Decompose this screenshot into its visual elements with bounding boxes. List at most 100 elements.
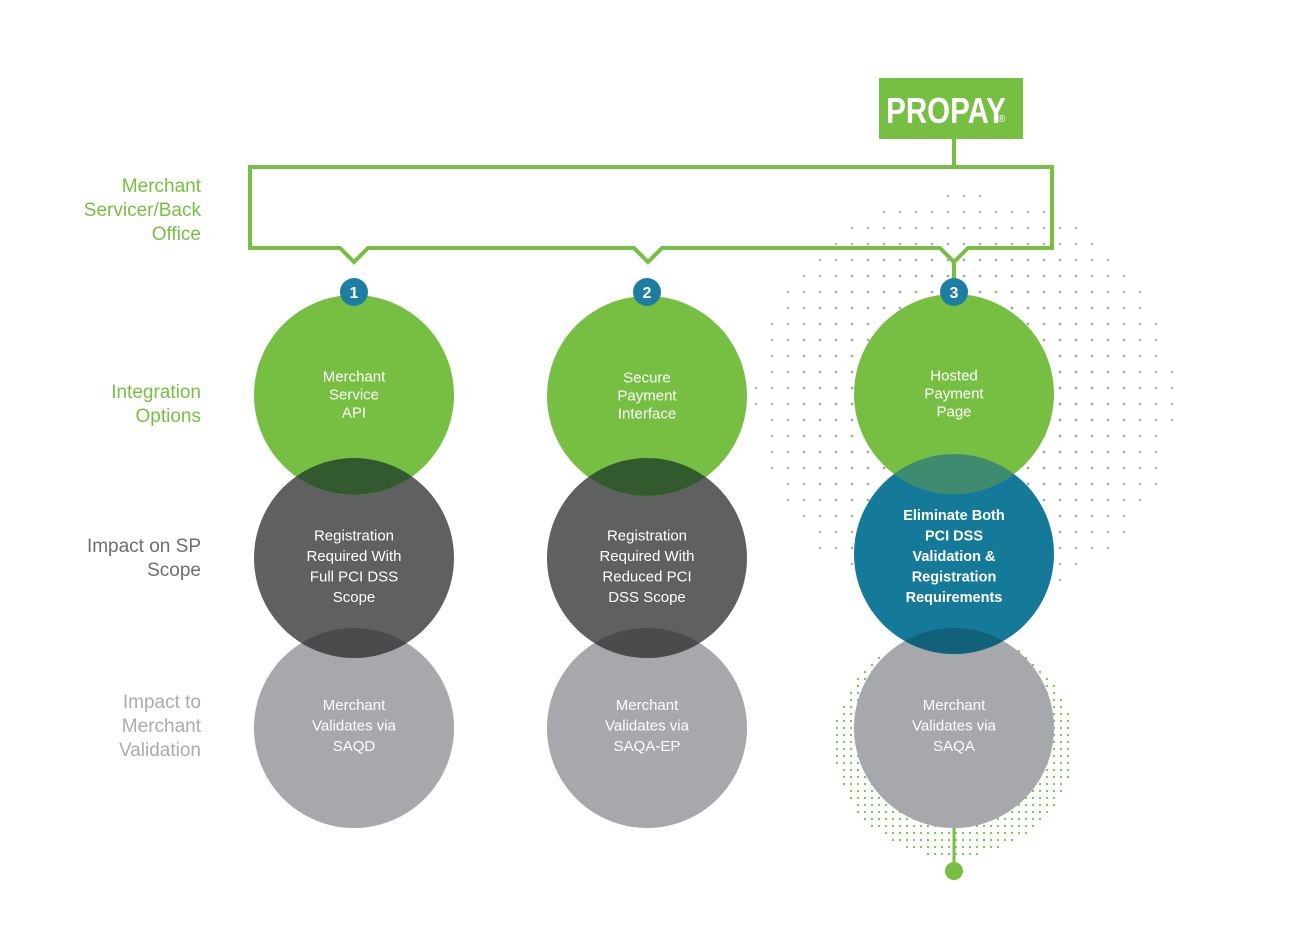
halftone-dot (1122, 514, 1126, 518)
halftone-dot (863, 803, 867, 807)
halftone-dot (1042, 338, 1046, 342)
halftone-dot (882, 290, 886, 294)
number-badge: 2 (633, 278, 661, 306)
halftone-dot (978, 290, 982, 294)
row-label-line: Impact to (123, 692, 201, 713)
halftone-dot (1058, 290, 1062, 294)
halftone-dot (982, 824, 986, 828)
propay-registered-mark: ® (998, 114, 1006, 125)
halftone-dot (1090, 258, 1094, 262)
halftone-dot (1059, 726, 1063, 730)
halftone-dot (818, 338, 822, 342)
halftone-dot (962, 226, 966, 230)
circle-label-line: Merchant (923, 697, 986, 714)
halftone-dot (1106, 354, 1110, 358)
halftone-dot (1017, 824, 1021, 828)
halftone-dot (1058, 354, 1062, 358)
halftone-dot (786, 338, 790, 342)
halftone-dot (933, 838, 937, 842)
halftone-dot (849, 775, 853, 779)
halftone-dot (802, 450, 806, 454)
halftone-dot (1122, 482, 1126, 486)
halftone-dot (978, 194, 982, 198)
halftone-dot (1154, 482, 1158, 486)
halftone-dot (1154, 434, 1158, 438)
halftone-dot (968, 838, 972, 842)
halftone-dot (866, 322, 870, 326)
halftone-dot (770, 354, 774, 358)
halftone-dot (930, 258, 934, 262)
halftone-dot (842, 754, 846, 758)
halftone-dot (850, 258, 854, 262)
halftone-dot (1026, 290, 1030, 294)
circle-label-line: Scope (333, 589, 376, 606)
halftone-dot (1010, 306, 1014, 310)
halftone-dot (1058, 482, 1062, 486)
halftone-dot (912, 845, 916, 849)
halftone-dot (850, 514, 854, 518)
halftone-dot (1074, 242, 1078, 246)
halftone-dot (835, 733, 839, 737)
halftone-dot (849, 698, 853, 702)
halftone-dot (818, 450, 822, 454)
halftone-dot (1122, 290, 1126, 294)
halftone-dot (898, 838, 902, 842)
halftone-dot (1090, 450, 1094, 454)
halftone-dot (850, 290, 854, 294)
halftone-dot (1074, 498, 1078, 502)
halftone-dot (856, 782, 860, 786)
halftone-dot (863, 670, 867, 674)
halftone-dot (1058, 434, 1062, 438)
halftone-dot (1090, 338, 1094, 342)
halftone-dot (802, 482, 806, 486)
halftone-dot (919, 824, 923, 828)
halftone-dot (1031, 803, 1035, 807)
halftone-dot (856, 803, 860, 807)
halftone-dot (1010, 824, 1014, 828)
halftone-dot (1031, 824, 1035, 828)
halftone-dot (866, 466, 870, 470)
halftone-dot (926, 831, 930, 835)
halftone-dot (834, 258, 838, 262)
halftone-dot (891, 824, 895, 828)
halftone-dot (856, 677, 860, 681)
circle-label-line: Reduced PCI (602, 569, 691, 586)
halftone-dot (1066, 733, 1070, 737)
halftone-dot (802, 306, 806, 310)
halftone-dot (1066, 712, 1070, 716)
scope-validation-overlap (904, 628, 1004, 654)
scope-circle (547, 458, 747, 658)
halftone-dot (850, 370, 854, 374)
halftone-dot (982, 838, 986, 842)
halftone-dot (1154, 354, 1158, 358)
halftone-dot (870, 810, 874, 814)
halftone-dot (1066, 775, 1070, 779)
halftone-dot (1026, 322, 1030, 326)
halftone-dot (834, 338, 838, 342)
halftone-dot (1074, 482, 1078, 486)
halftone-dot (961, 838, 965, 842)
halftone-dot (863, 789, 867, 793)
halftone-dot (866, 242, 870, 246)
halftone-dot (850, 546, 854, 550)
halftone-dot (1058, 562, 1062, 566)
circle-label-line: Registration (314, 528, 394, 545)
halftone-dot (1052, 698, 1056, 702)
halftone-dot (1010, 210, 1014, 214)
halftone-dot (1090, 386, 1094, 390)
halftone-dot (1074, 370, 1078, 374)
halftone-dot (863, 677, 867, 681)
halftone-dot (1010, 810, 1014, 814)
halftone-dot (835, 719, 839, 723)
halftone-dot (989, 831, 993, 835)
halftone-dot (866, 338, 870, 342)
halftone-dot (1138, 466, 1142, 470)
halftone-dot (770, 434, 774, 438)
halftone-dot (834, 306, 838, 310)
row-label-line: Impact on SP (87, 536, 201, 557)
halftone-dot (1074, 562, 1078, 566)
halftone-dot (1042, 210, 1046, 214)
halftone-dot (946, 274, 950, 278)
halftone-dot (786, 434, 790, 438)
